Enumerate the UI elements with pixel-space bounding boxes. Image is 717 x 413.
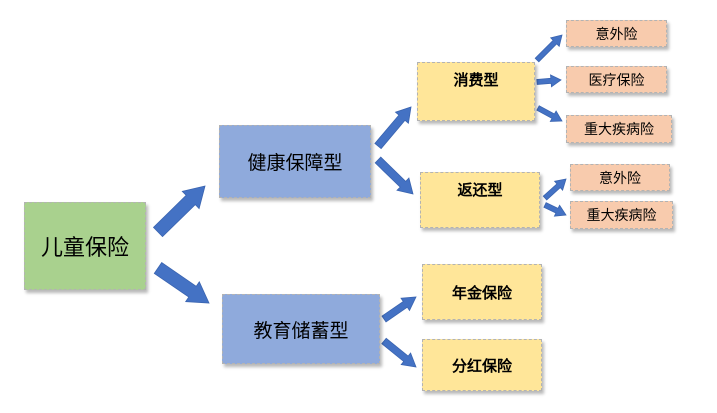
consumption-item-critical-illness: 重大疾病险 — [566, 115, 672, 143]
consumption-item-critical-illness-label: 重大疾病险 — [584, 122, 654, 138]
arrow-root-to-education — [153, 262, 210, 304]
arrow-consumption-to-item2 — [536, 74, 562, 88]
refund-label: 返还型 — [457, 181, 503, 199]
refund-node: 返还型 — [420, 172, 540, 228]
education-item-dividend-label: 分红保险 — [451, 356, 512, 375]
consumption-item-medical: 医疗保险 — [566, 66, 667, 93]
arrow-refund-to-item2 — [543, 202, 567, 217]
arrow-health-to-refund — [374, 156, 414, 195]
arrow-root-to-health — [152, 185, 206, 238]
health-label: 健康保障型 — [247, 152, 343, 174]
arrow-education-to-dividend — [381, 337, 417, 368]
arrow-education-to-annuity — [381, 296, 417, 323]
refund-item-accident: 意外险 — [570, 164, 670, 191]
consumption-item-accident-label: 意外险 — [595, 26, 638, 43]
refund-item-accident-label: 意外险 — [599, 170, 641, 187]
arrow-consumption-to-item3 — [536, 105, 563, 122]
consumption-node: 消费型 — [417, 62, 535, 121]
refund-item-critical-illness-label: 重大疾病险 — [586, 208, 657, 224]
arrow-refund-to-item1 — [542, 178, 567, 201]
health-node: 健康保障型 — [219, 125, 371, 198]
consumption-item-medical-label: 医疗保险 — [588, 72, 645, 89]
education-item-annuity: 年金保险 — [422, 264, 542, 320]
root-label: 儿童保险 — [40, 236, 129, 261]
arrow-consumption-to-item1 — [534, 34, 563, 63]
consumption-label: 消费型 — [453, 71, 499, 89]
education-label: 教育储蓄型 — [253, 319, 349, 342]
consumption-item-accident: 意外险 — [566, 20, 667, 47]
arrow-health-to-consumption — [374, 106, 412, 150]
root-node: 儿童保险 — [24, 202, 146, 290]
education-item-annuity-label: 年金保险 — [451, 283, 512, 302]
refund-item-critical-illness: 重大疾病险 — [570, 201, 673, 229]
education-item-dividend: 分红保险 — [422, 339, 542, 391]
education-node: 教育储蓄型 — [222, 294, 380, 364]
